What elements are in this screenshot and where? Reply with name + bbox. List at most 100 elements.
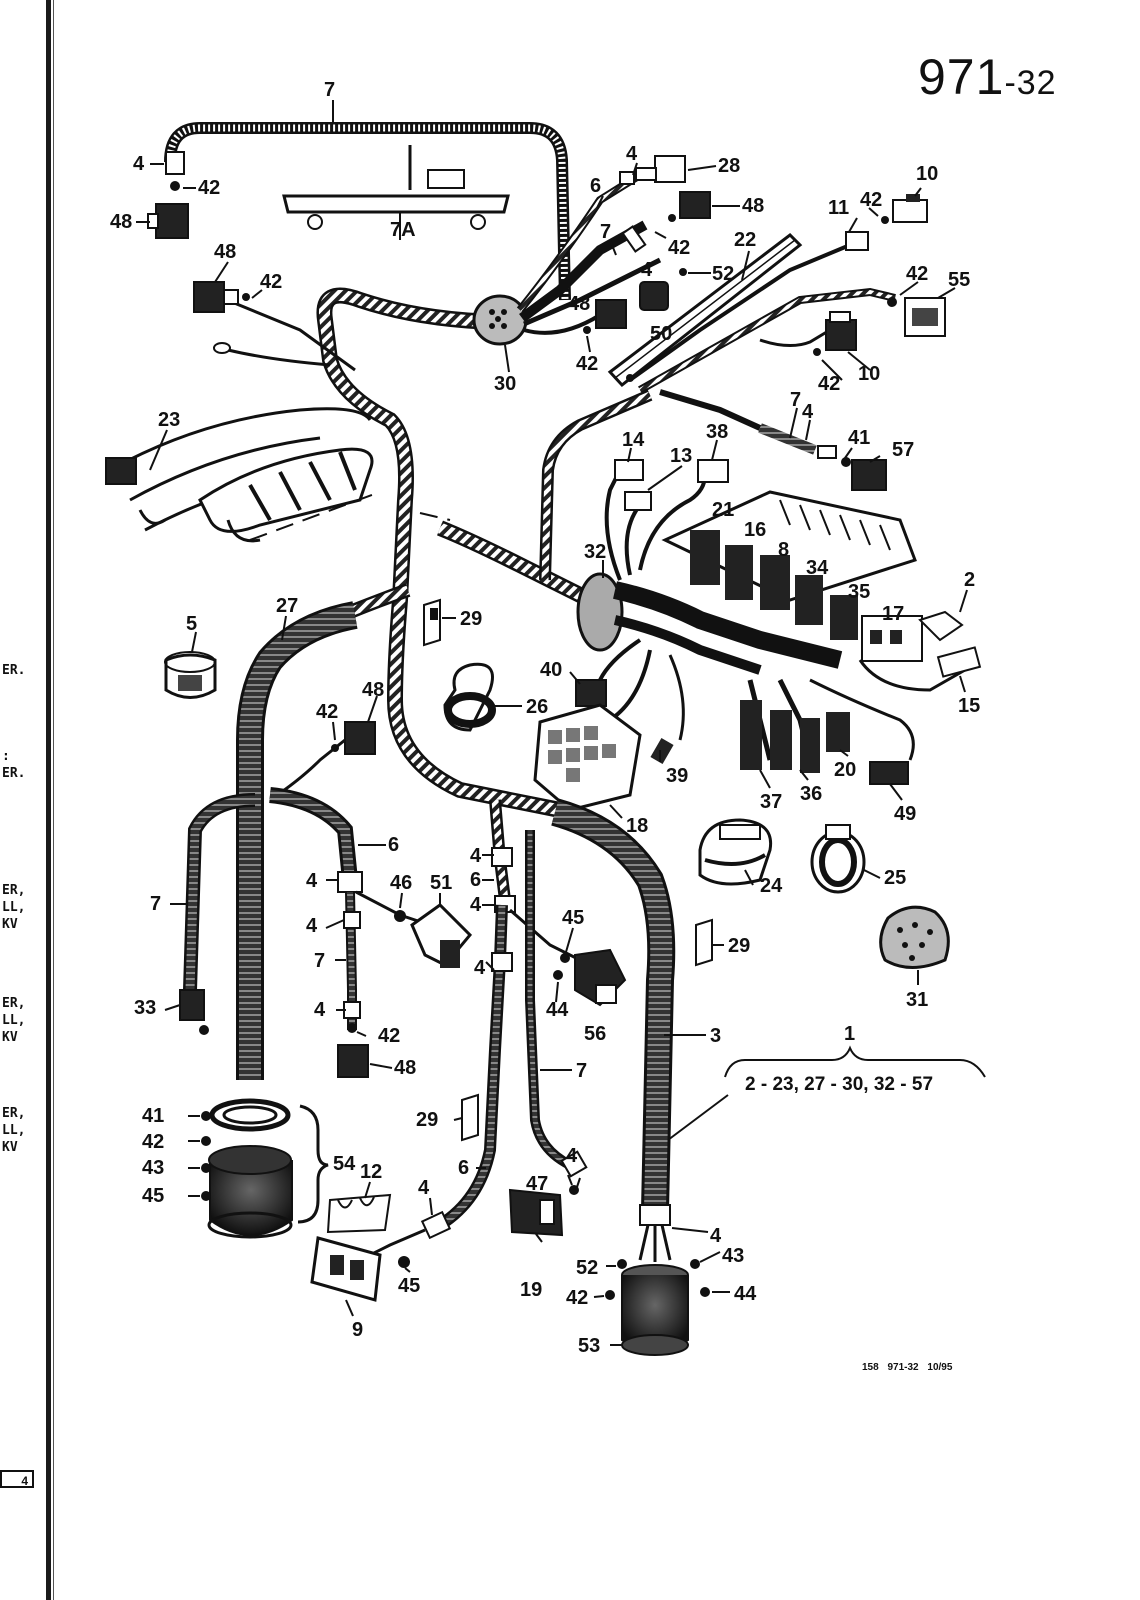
callout-11: 11 (828, 197, 849, 219)
callout-7: 7 (576, 1060, 587, 1082)
callout-6: 6 (458, 1157, 469, 1179)
callout-48: 48 (394, 1057, 416, 1079)
callout-21: 21 (712, 499, 734, 521)
binder-edge-thin-line (53, 0, 54, 1600)
diagram-number: 971-32 (918, 48, 1057, 106)
leader-lines (136, 100, 968, 1346)
callout-4: 4 (710, 1225, 722, 1247)
callout-23: 23 (158, 409, 180, 431)
callout-42: 42 (198, 177, 220, 199)
callout-3: 3 (710, 1025, 721, 1047)
callout-46: 46 (390, 872, 412, 894)
callout-4: 4 (641, 259, 653, 281)
callout-29: 29 (416, 1109, 438, 1131)
callout-4: 4 (306, 915, 318, 937)
margin-note: ER, LL, KV (2, 883, 26, 932)
connector-48-top-left (147, 151, 189, 239)
callout-4: 4 (470, 845, 482, 867)
callout-6: 6 (470, 869, 481, 891)
group-bracket-1 (667, 1045, 986, 1141)
callout-48: 48 (742, 195, 764, 217)
callout-34: 34 (806, 557, 829, 579)
callout-30: 30 (494, 373, 516, 395)
footer-reference: 158 971-32 10/95 (862, 1362, 953, 1373)
cap-assembly-54 (201, 1098, 329, 1239)
callout-42: 42 (906, 263, 928, 285)
callout-20: 20 (834, 759, 856, 781)
callout-19: 19 (520, 1279, 542, 1301)
callout-41: 41 (848, 427, 870, 449)
harness-branch-9 (310, 904, 513, 1302)
harness-upper-branches (516, 171, 896, 394)
callout-4: 4 (566, 1145, 578, 1167)
callout-40: 40 (540, 659, 562, 681)
callout-2: 2 (964, 569, 975, 591)
cap-53 (621, 1264, 689, 1356)
callout-10: 10 (916, 163, 938, 185)
harness-branch-19 (508, 830, 588, 1237)
callout-18: 18 (626, 815, 648, 837)
callout-42: 42 (576, 353, 598, 375)
connector-48-upper-center (668, 191, 711, 222)
grommet-31 (879, 905, 950, 969)
callout-42: 42 (818, 373, 840, 395)
callout-7: 7 (600, 221, 611, 243)
callout-7A: 7A (390, 219, 416, 241)
callout-47: 47 (526, 1173, 548, 1195)
clamp-26 (443, 662, 496, 732)
callout-37: 37 (760, 791, 782, 813)
callout-8: 8 (778, 539, 789, 561)
callout-43: 43 (722, 1245, 744, 1267)
bulkhead-connector-30 (472, 294, 528, 346)
callout-24: 24 (760, 875, 783, 897)
callout-15: 15 (958, 695, 980, 717)
wire-duct-23 (105, 407, 451, 543)
callout-55: 55 (948, 269, 970, 291)
page-number-box: 4 (0, 1470, 34, 1488)
grommet-and-connector-50 (621, 225, 687, 311)
callout-22: 22 (734, 229, 756, 251)
diagram-number-main: 971 (918, 49, 1005, 105)
callout-42: 42 (378, 1025, 400, 1047)
harness-top-arch (164, 122, 571, 301)
callout-12: 12 (360, 1161, 382, 1183)
callout-45: 45 (142, 1185, 164, 1207)
callout-7: 7 (150, 893, 161, 915)
callout-6: 6 (388, 834, 399, 856)
callout-42: 42 (260, 271, 282, 293)
callout-14: 14 (622, 429, 645, 451)
callout-43: 43 (142, 1157, 164, 1179)
callout-44: 44 (546, 999, 569, 1021)
callout-51: 51 (430, 872, 452, 894)
callout-42: 42 (142, 1131, 164, 1153)
callout-28: 28 (718, 155, 740, 177)
callout-27: 27 (276, 595, 298, 617)
callout-48: 48 (568, 293, 590, 315)
callout-35: 35 (848, 581, 870, 603)
cable-channel-22 (607, 233, 803, 388)
callout-52: 52 (576, 1257, 598, 1279)
callout-42: 42 (566, 1287, 588, 1309)
harness-branch-57 (659, 389, 887, 491)
callout-44: 44 (734, 1283, 757, 1305)
group-number: 1 (844, 1023, 855, 1045)
callout-56: 56 (584, 1023, 606, 1045)
clamp-25 (810, 824, 866, 894)
callout-42: 42 (668, 237, 690, 259)
corrugated-tube-27 (236, 601, 358, 1080)
clip-29-right (695, 918, 713, 967)
margin-note: ER. (2, 663, 26, 678)
callout-48: 48 (214, 241, 236, 263)
callout-48: 48 (110, 211, 132, 233)
group-range: 2 - 23, 27 - 30, 32 - 57 (745, 1074, 933, 1095)
callout-26: 26 (526, 696, 548, 718)
harness-branch-56 (489, 799, 627, 1007)
callout-38: 38 (706, 421, 728, 443)
callout-45: 45 (398, 1275, 420, 1297)
harness-branch-51 (269, 787, 473, 1078)
connector-10-lower (813, 311, 857, 356)
relay-panel (661, 490, 964, 662)
harness-main-spine (209, 287, 653, 818)
callout-7: 7 (324, 79, 335, 101)
diagram-number-suffix: -32 (1004, 64, 1057, 102)
